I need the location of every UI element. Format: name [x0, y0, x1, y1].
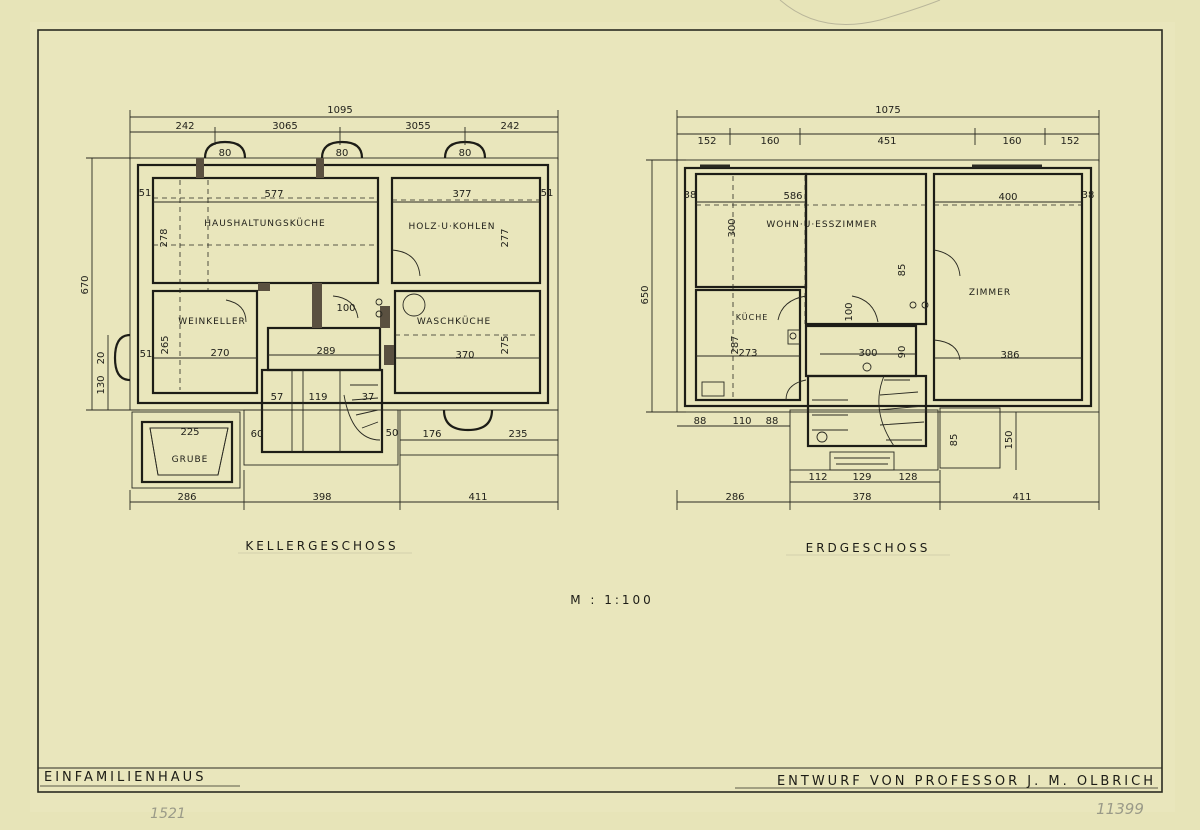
keller-dim-side-right: 51: [541, 188, 554, 199]
paper-edge: [779, 0, 941, 25]
erd-dim-low-a: 88: [694, 416, 707, 427]
keller-dim-window-3: 80: [459, 148, 472, 159]
erd-dim-door: 85: [897, 264, 908, 277]
room-label-grube: GRUBE: [172, 455, 209, 465]
keller-dim-gap-b: 20: [96, 352, 107, 365]
erd-dim-wohn-height: 300: [727, 218, 738, 237]
keller-dim-side-bay: 51: [140, 349, 153, 360]
keller-dim-bottom-a: 286: [177, 492, 196, 503]
stair-block: [260, 368, 384, 454]
keller-dim-stair: 119: [308, 392, 327, 403]
room-kueche: [694, 288, 802, 402]
erd-dim-top-b: 160: [760, 136, 779, 147]
erd-dim-bottom-b: 378: [852, 492, 871, 503]
room-waschkueche: [393, 289, 542, 395]
room-zimmer: [932, 172, 1084, 402]
keller-dim-top-d: 242: [500, 121, 519, 132]
keller-dim-top-b: 3065: [272, 121, 297, 132]
footer-architect: ENTWURF VON PROFESSOR J. M. OLBRICH: [777, 774, 1156, 789]
erd-dim-step: 100: [844, 302, 855, 321]
room-label-holz-kohlen: HOLZ·U·KOHLEN: [408, 222, 495, 232]
erd-dim-height: 650: [640, 285, 651, 304]
erd-dim-kueche-height: 287: [730, 335, 741, 354]
room-weinkeller: [151, 289, 259, 395]
erd-dim-bottom-c: 411: [1012, 492, 1031, 503]
erd-dim-low-e: 129: [852, 472, 871, 483]
keller-dim-mid-b: 235: [508, 429, 527, 440]
keller-dim-gap-a: 130: [96, 375, 107, 394]
keller-dim-wein-height: 265: [160, 335, 171, 354]
kellergeschoss-plan: [86, 110, 559, 510]
erd-stair-block: [806, 374, 928, 448]
erd-title: ERDGESCHOSS: [806, 541, 931, 555]
room-label-kueche: KÜCHE: [736, 312, 769, 322]
erd-dim-zimmer-width: 400: [998, 192, 1017, 203]
keller-dim-window-2: 80: [336, 148, 349, 159]
keller-dim-window-1: 80: [219, 148, 232, 159]
keller-dim-wein-width: 270: [210, 348, 229, 359]
erdgeschoss-plan: [646, 110, 1100, 510]
keller-dim-holz-height: 277: [500, 228, 511, 247]
erd-dim-low-c: 88: [766, 416, 779, 427]
keller-dim-grube-width: 225: [180, 427, 199, 438]
erd-dim-hall-width: 300: [858, 348, 877, 359]
erd-dim-zimmer-width-2: 386: [1000, 350, 1019, 361]
room-label-haushaltungskueche: HAUSHALTUNGSKÜCHE: [204, 218, 325, 229]
erd-dim-kueche-width: 273: [738, 348, 757, 359]
keller-dim-wasch-width: 370: [455, 350, 474, 361]
keller-dim-haushalt-height: 278: [159, 228, 170, 247]
erd-dim-top-a: 152: [697, 136, 716, 147]
room-label-waschkueche: WASCHKÜCHE: [417, 316, 491, 327]
keller-dim-holz-width: 377: [452, 189, 471, 200]
keller-dim-wasch-height: 275: [500, 335, 511, 354]
kellergeschoss-labels: 1095 242 3065 3055 242 80 80 80 670 130 …: [80, 105, 553, 503]
keller-dim-w-c: 60: [251, 429, 264, 440]
keller-dim-top-c: 3055: [405, 121, 430, 132]
pencil-mark-right: 11399: [1096, 800, 1144, 818]
keller-title: KELLERGESCHOSS: [245, 539, 398, 553]
pencil-mark-left: 1521: [150, 806, 186, 822]
keller-dim-w-b: 37: [362, 392, 375, 403]
keller-dim-w-d: 50: [386, 428, 399, 439]
erdgeschoss-labels: 1075 152 160 451 160 152 650 38 38 586 4…: [640, 105, 1094, 503]
room-label-wohn-esszimmer: WOHN·U·ESSZIMMER: [766, 220, 877, 230]
erd-dim-bottom-a: 286: [725, 492, 744, 503]
room-label-zimmer: ZIMMER: [969, 288, 1011, 298]
pit-grube-outer: [131, 411, 241, 489]
erd-dim-top-e: 152: [1060, 136, 1079, 147]
keller-dim-side-left: 51: [139, 188, 152, 199]
sheet-border: [37, 29, 1163, 793]
erd-dim-overall-width: 1075: [875, 105, 900, 116]
erd-dim-top-d: 160: [1002, 136, 1021, 147]
keller-dim-mid-a: 176: [422, 429, 441, 440]
keller-dim-bottom-c: 411: [468, 492, 487, 503]
erd-dim-right-b: 150: [1004, 430, 1015, 449]
keller-dim-bottom-b: 398: [312, 492, 331, 503]
erd-dim-right-a: 85: [949, 434, 960, 447]
scale-label: M : 1:100: [570, 593, 654, 607]
keller-dim-height: 670: [80, 275, 91, 294]
keller-dim-step: 100: [336, 303, 355, 314]
erd-dim-top-c: 451: [877, 136, 896, 147]
room-label-weinkeller: WEINKELLER: [178, 317, 246, 327]
keller-dim-w-a: 57: [271, 392, 284, 403]
footer-project-name: EINFAMILIENHAUS: [44, 770, 206, 785]
keller-dim-haushalt-width: 577: [264, 189, 283, 200]
erd-dim-low-d: 112: [808, 472, 827, 483]
erd-dim-low-f: 128: [898, 472, 917, 483]
keller-dim-corridor-width: 289: [316, 346, 335, 357]
erd-dim-wohn-width: 586: [783, 191, 802, 202]
room-wohn-esszimmer: [804, 172, 928, 326]
erd-dim-door-b: 90: [897, 346, 908, 359]
erd-dim-low-b: 110: [732, 416, 751, 427]
keller-dim-overall-width: 1095: [327, 105, 352, 116]
window-bay: [203, 140, 247, 159]
erd-dim-side-left: 38: [684, 190, 697, 201]
keller-dim-top-a: 242: [175, 121, 194, 132]
room-holz-kohlen: [390, 176, 542, 285]
erd-dim-side-right: 38: [1082, 190, 1095, 201]
